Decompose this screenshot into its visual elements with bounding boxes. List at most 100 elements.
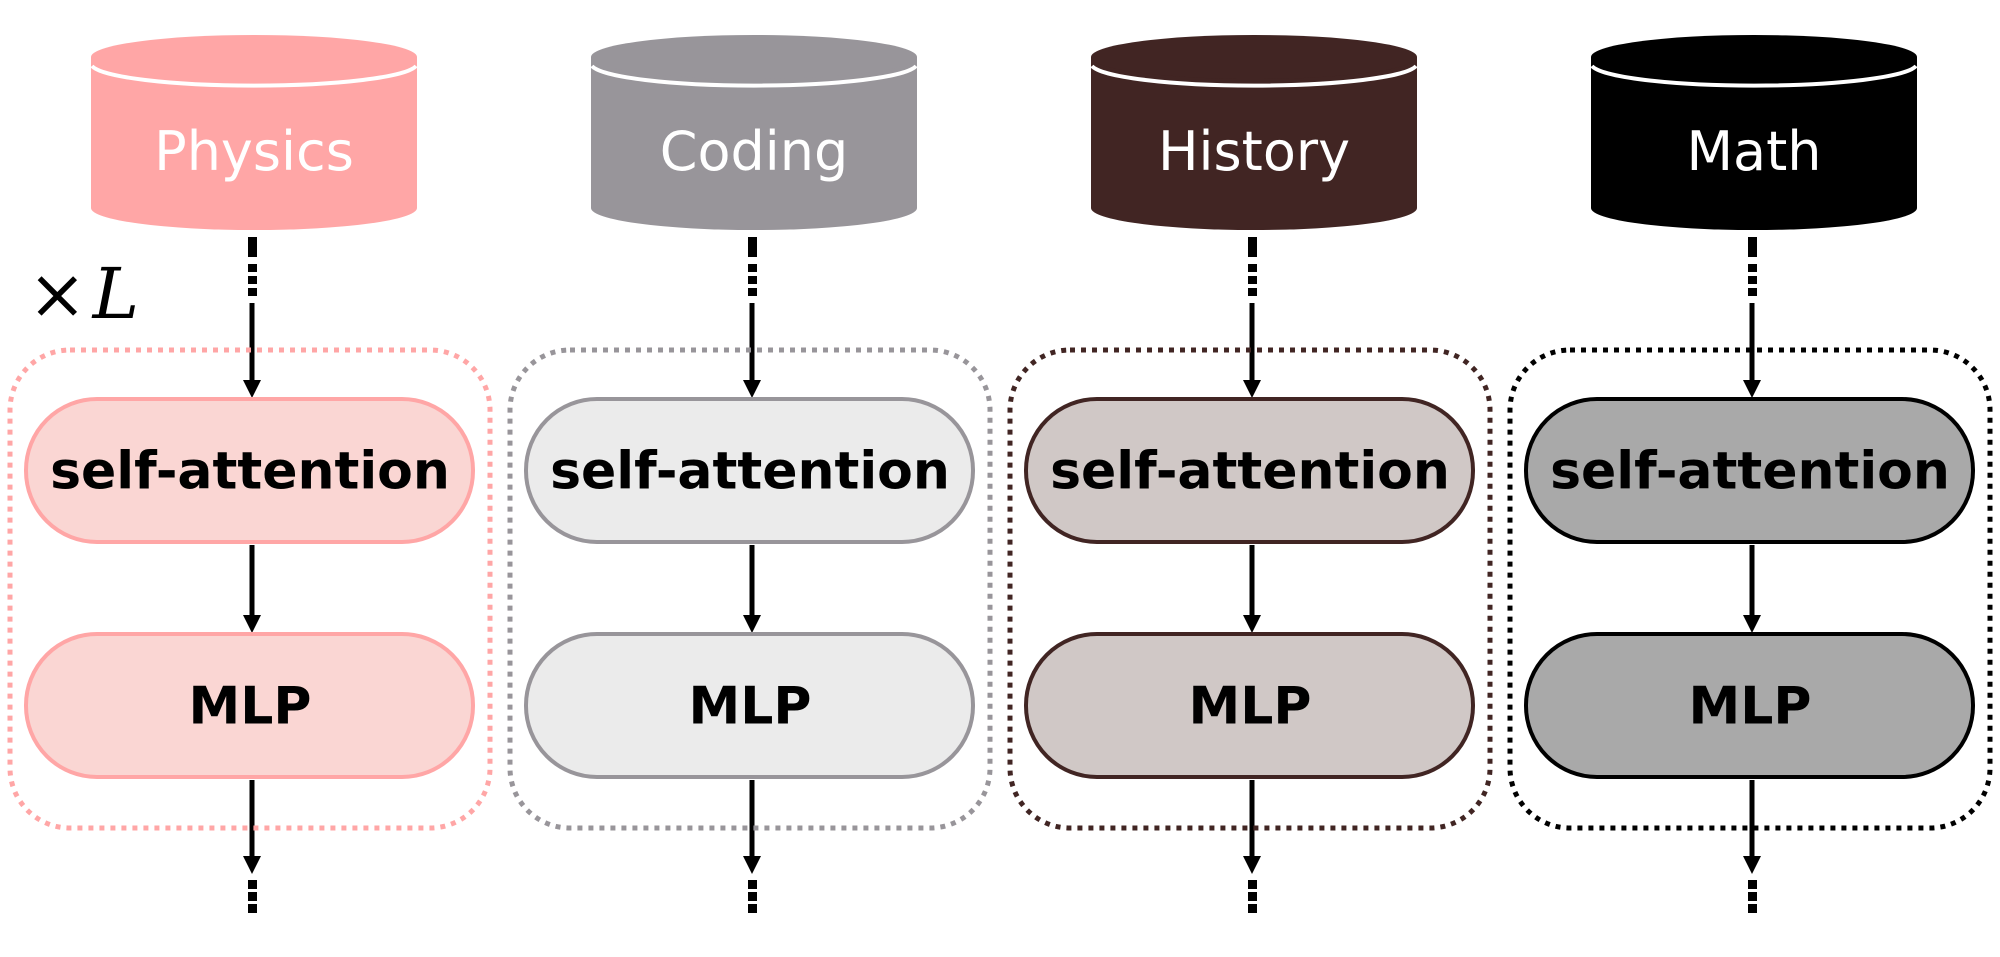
mlp-block-shape [1024,632,1475,779]
mlp-label: MLP [1189,677,1312,737]
cylinder-top [1591,35,1917,79]
dash-segment [248,892,257,901]
cylinder-rim [590,64,918,88]
arrow-head-icon [243,856,261,874]
dash-segment [248,288,257,296]
dash-segment [748,904,757,913]
arrow-head-icon [1243,380,1261,398]
dash-segment [1248,880,1257,889]
arrow-head-icon [1243,856,1261,874]
mlp-block-shape [1524,632,1975,779]
layer-group-box [1507,347,1993,831]
mlp-block: MLP [1024,632,1475,779]
dash-segment [748,880,757,889]
arrow-head-icon [243,380,261,398]
dash-segment [248,276,257,284]
cylinder-body [1091,57,1417,230]
dash-segment [1748,237,1757,257]
arrow-head-icon [743,615,761,633]
dataset-cylinder: Physics [90,35,418,230]
self-attention-block-shape [1524,397,1975,544]
mlp-label: MLP [689,677,812,737]
cylinder-top [591,35,917,79]
layer-group-box [7,347,493,831]
dataset-cylinder: Coding [590,35,918,230]
data-flow-arrows [1243,237,1261,913]
data-flow-arrows [243,237,261,913]
dash-segment [748,288,757,296]
self-attention-block: self-attention [1024,397,1475,544]
arrow-head-icon [743,856,761,874]
dash-segment [1748,880,1757,889]
column-math: Math self-attention MLP [1507,35,1993,913]
dash-segment [748,264,757,272]
column-physics: Physics self-attention MLP [7,35,493,913]
mlp-block-shape [524,632,975,779]
self-attention-label: self-attention [1550,442,1950,502]
cylinder-rim [90,64,418,88]
self-attention-block-shape [1024,397,1475,544]
mlp-block: MLP [1524,632,1975,779]
cylinder-body [91,57,417,230]
dash-segment [1748,276,1757,284]
cylinder-top [1091,35,1417,79]
dash-segment [248,237,257,257]
dash-segment [1248,904,1257,913]
self-attention-block-shape [524,397,975,544]
dash-segment [1248,276,1257,284]
times-symbol: × [28,253,87,335]
mlp-block: MLP [24,632,475,779]
column-coding: Coding self-attention MLP [507,35,993,913]
self-attention-block: self-attention [524,397,975,544]
dataset-label: History [1158,120,1350,183]
dataset-label: Coding [660,120,849,183]
self-attention-block: self-attention [1524,397,1975,544]
dash-segment [1748,264,1757,272]
dash-segment [1748,288,1757,296]
dash-segment [248,880,257,889]
self-attention-label: self-attention [550,442,950,502]
layer-group-box [1007,347,1493,831]
cylinder-rim [1090,64,1418,88]
cylinder-top [91,35,417,79]
dataset-cylinder: Math [1590,35,1918,230]
cylinder-rim [1590,64,1918,88]
dash-segment [1248,237,1257,257]
layer-group-box [507,347,993,831]
dataset-label: Math [1686,120,1821,183]
cylinder-body [591,57,917,230]
dash-segment [1248,288,1257,296]
self-attention-label: self-attention [1050,442,1450,502]
dash-segment [248,264,257,272]
dash-segment [1748,904,1757,913]
arrow-head-icon [1743,615,1761,633]
data-flow-arrows [743,237,761,913]
mlp-block: MLP [524,632,975,779]
dash-segment [1748,892,1757,901]
self-attention-label: self-attention [50,442,450,502]
dash-segment [748,237,757,257]
dash-segment [248,904,257,913]
mlp-label: MLP [189,677,312,737]
dash-segment [748,892,757,901]
data-flow-arrows [1743,237,1761,913]
dataset-cylinder: History [1090,35,1418,230]
arrow-head-icon [1243,615,1261,633]
dash-segment [748,276,757,284]
layer-count-symbol: L [91,253,139,335]
arrow-head-icon [1743,856,1761,874]
arrow-head-icon [743,380,761,398]
arrow-head-icon [243,615,261,633]
mlp-label: MLP [1689,677,1812,737]
mlp-block-shape [24,632,475,779]
repeat-layers-label: ×L [28,253,139,335]
self-attention-block: self-attention [24,397,475,544]
dash-segment [1248,892,1257,901]
column-history: History self-attention MLP [1007,35,1493,913]
dash-segment [1248,264,1257,272]
arrow-head-icon [1743,380,1761,398]
cylinder-body [1591,57,1917,230]
self-attention-block-shape [24,397,475,544]
dataset-label: Physics [154,120,354,183]
